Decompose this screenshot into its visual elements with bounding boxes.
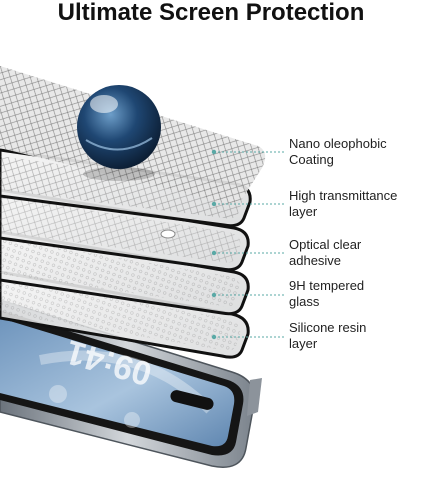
label-line: Optical clear [289,237,362,252]
phone-body: 09:41 [0,299,262,468]
label-line: adhesive [289,253,342,268]
label-line: Coating [289,152,334,167]
water-drop-sphere [77,85,161,181]
label-optical-clear-adhesive: Optical clear adhesive [289,237,419,269]
label-line: Silicone resin [289,320,367,335]
label-silicone-resin-layer: Silicone resin layer [289,320,419,352]
label-high-transmittance-layer: High transmittance layer [289,188,419,220]
page-title: Ultimate Screen Protection [57,0,365,26]
label-line: glass [289,294,320,309]
film-optical-adhesive [0,188,250,272]
film-silicone-resin [0,270,250,359]
label-line: 9H tempered [289,278,365,293]
label-line: High transmittance [289,188,398,203]
film-tempered-glass [0,230,250,316]
label-9h-tempered-glass: 9H tempered glass [289,278,419,310]
leader-markers [211,149,217,340]
label-line: Nano oleophobic [289,136,387,151]
label-line: layer [289,336,318,351]
label-line: layer [289,204,318,219]
label-nano-oleophobic-coating: Nano oleophobic Coating [289,136,419,168]
